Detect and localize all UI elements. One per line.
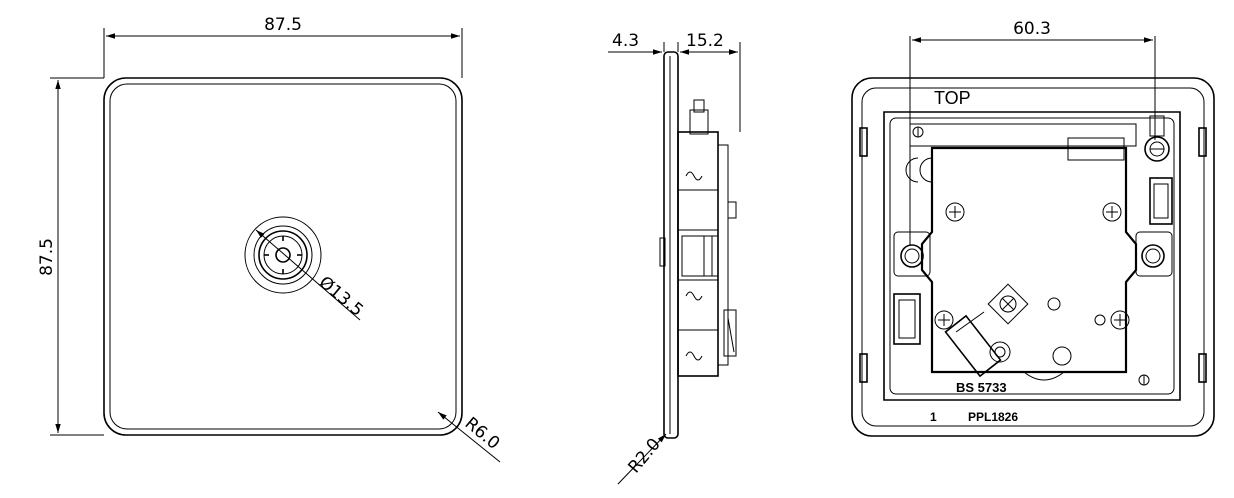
cable-clamp	[944, 311, 1011, 378]
front-plate-bevel	[109, 83, 457, 430]
rear-mechanism-plate	[920, 146, 1138, 374]
front-plate-outline	[103, 77, 463, 436]
rear-plate-outline	[851, 77, 1215, 437]
side-plate	[663, 51, 679, 439]
front-width-label: 87.5	[264, 15, 302, 35]
top-marking: TOP	[934, 88, 971, 108]
part-code: PPL1826	[968, 410, 1018, 424]
coax-socket	[244, 216, 322, 294]
socket-diameter-leader	[255, 229, 361, 321]
plate-thickness-label: 4.3	[612, 31, 639, 51]
standard-marking: BS 5733	[956, 380, 1007, 395]
position-number: 1	[930, 410, 937, 424]
rear-plate-inner	[861, 87, 1205, 427]
back-frame	[883, 111, 1181, 401]
rear-screws	[912, 126, 1150, 386]
side-view: 4.3 15.2 R2.0	[608, 31, 741, 485]
side-mechanism	[677, 99, 737, 377]
socket-diameter-label: Ø13.5	[315, 273, 367, 321]
depth-label: 15.2	[686, 31, 724, 51]
rear-view: 60.3 TOP BS 5733 1 PPL1826	[851, 19, 1215, 437]
corner-radius-leader	[437, 411, 501, 463]
fixing-centres-label: 60.3	[1013, 19, 1051, 39]
front-height-label: 87.5	[37, 238, 57, 276]
edge-radius-leader	[617, 433, 667, 485]
front-view: 87.5 87.5 Ø13.5 R6.0	[37, 15, 503, 463]
